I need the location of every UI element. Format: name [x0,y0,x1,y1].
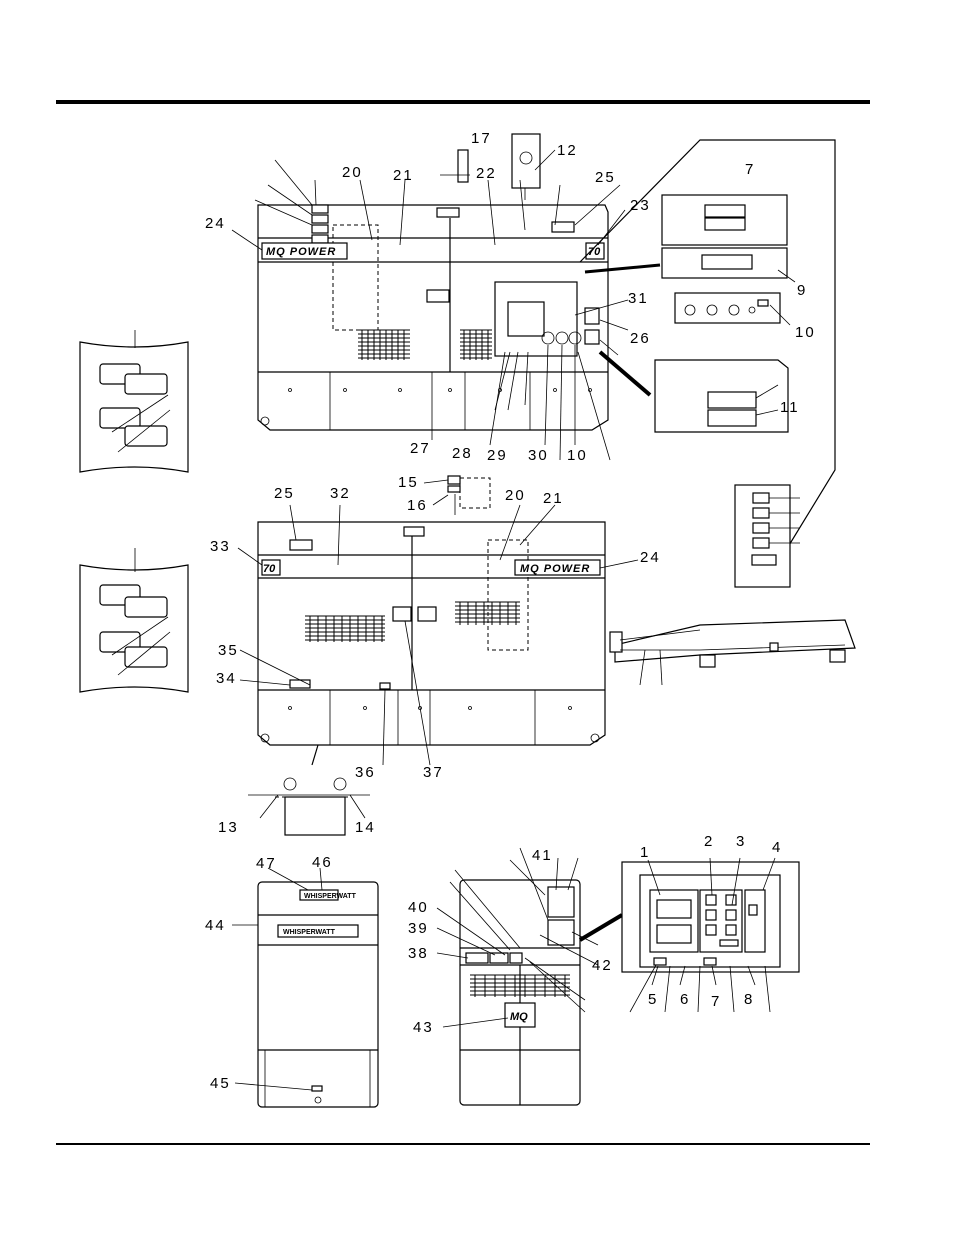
callout-label: 25 [274,485,295,502]
callout-label: 21 [543,490,564,507]
callout-label: 47 [256,855,277,872]
panel-detail-9 [662,195,795,282]
panel-detail-10 [675,293,790,325]
callout-label: 45 [210,1075,231,1092]
callout-label: 46 [312,854,333,871]
callout-label: 4 [772,839,782,856]
decal-sheet-top [80,330,188,472]
callout-label: 40 [408,899,429,916]
mq-power-brand-label-rear: MQ POWER [520,563,590,575]
callout-label: 27 [410,440,431,457]
callout-label: 7 [745,161,755,178]
callout-label: 32 [330,485,351,502]
callout-label: 6 [680,991,690,1008]
callout-label: 17 [471,130,492,147]
callout-label: 11 [780,399,800,416]
louver-grille [358,330,492,360]
bottom-rule [56,1143,870,1145]
callout-label: 41 [532,847,553,864]
callout-label: 9 [797,282,807,299]
callout-label: 31 [628,290,649,307]
generator-front-view: WHISPERWATT WHISPERWATT [258,882,378,1107]
callout-label: 15 [398,474,419,491]
control-panel-detail [622,862,799,972]
callout-label: 39 [408,920,429,937]
callout-label: 5 [648,991,658,1008]
callout-label: 10 [567,447,588,464]
callout-label: 8 [744,991,754,1008]
callout-label: 23 [630,197,651,214]
trailer-detail [610,620,855,685]
callout-label: 20 [342,164,363,181]
battery-detail [248,778,370,835]
callout-label: 44 [205,917,226,934]
mq-power-brand-label: MQ POWER [266,246,336,258]
callout-label: 35 [218,642,239,659]
whisperwatt-top-badge: WHISPERWATT [304,893,357,900]
callout-label: 29 [487,447,508,464]
callout-label: 12 [557,142,578,159]
callout-label: 34 [216,670,237,687]
mq-logo-decal: MQ [510,1011,528,1023]
callout-label: 10 [795,324,816,341]
callout-label: 14 [355,819,376,836]
generator-right-view: 70 MQ POWER [258,522,605,765]
callout-label: 43 [413,1019,434,1036]
callout-label: 24 [205,215,226,232]
panel-detail-11 [655,360,788,432]
callout-label: 3 [736,833,746,850]
top-rule [56,100,870,104]
callout-label: 13 [218,819,239,836]
callout-label: 36 [355,764,376,781]
callout-label: 33 [210,538,231,555]
callout-label: 24 [640,549,661,566]
callout-label: 28 [452,445,473,462]
callout-label: 26 [630,330,651,347]
whisperwatt-front-panel: WHISPERWATT [283,929,336,936]
generator-left-view: MQ POWER 70 [258,205,608,430]
model-70-badge-rear: 70 [263,563,276,575]
callout-label: 1 [640,844,650,861]
callout-label: 38 [408,945,429,962]
callout-label: 22 [476,165,497,182]
decal-sheet-bottom [80,548,188,692]
callout-label: 16 [407,497,428,514]
callout-label: 20 [505,487,526,504]
panel-detail-switch [735,485,800,587]
callout-label: 30 [528,447,549,464]
callout-label: 25 [595,169,616,186]
callout-label: 21 [393,167,414,184]
middle-callout-labels: 15 16 25 32 20 21 33 24 35 34 36 37 13 1… [210,474,661,836]
callout-label: 37 [423,764,444,781]
callout-label: 2 [704,833,714,850]
callout-label: 42 [592,957,613,974]
callout-label: 7 [711,993,721,1010]
